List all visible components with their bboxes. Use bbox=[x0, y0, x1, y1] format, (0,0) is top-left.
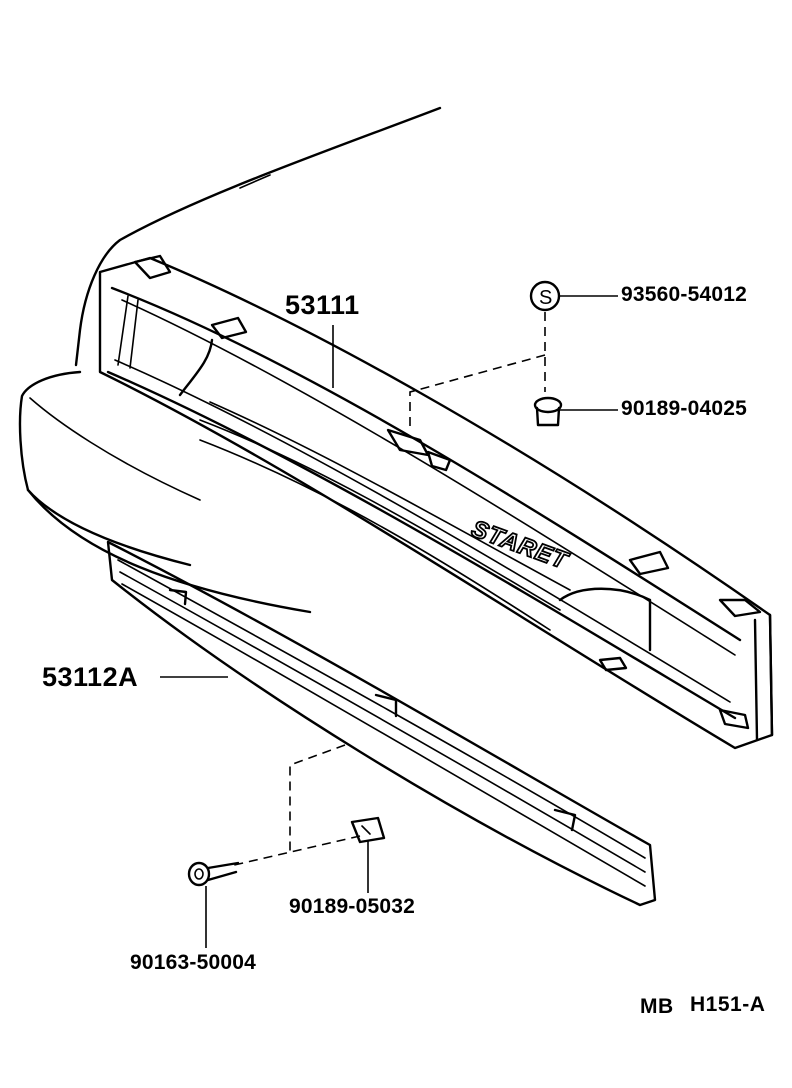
assembly-lines bbox=[229, 312, 546, 867]
upper-grille bbox=[98, 254, 774, 750]
hood-outline bbox=[74, 106, 442, 367]
diagram-ref-code: MB bbox=[640, 995, 674, 1018]
seal-symbol: S bbox=[539, 287, 552, 309]
bumper-body bbox=[18, 370, 312, 614]
part-label-upper-grille: 53111 bbox=[285, 290, 360, 320]
part-label-screw: 90163-50004 bbox=[130, 951, 256, 974]
part-label-lower-grille: 53112A bbox=[42, 662, 139, 692]
lower-grille bbox=[106, 540, 657, 907]
seal-clip bbox=[529, 280, 561, 312]
screw bbox=[187, 861, 240, 887]
leader-lines bbox=[160, 295, 618, 948]
diagram-ref-number: H151-A bbox=[690, 993, 766, 1016]
lower-clip bbox=[350, 816, 386, 844]
upper-clip bbox=[533, 396, 563, 427]
part-label-upper-clip: 90189-04025 bbox=[621, 397, 747, 420]
part-label-lower-clip: 90189-05032 bbox=[289, 895, 415, 918]
part-label-seal-clip: 93560-54012 bbox=[621, 283, 747, 306]
